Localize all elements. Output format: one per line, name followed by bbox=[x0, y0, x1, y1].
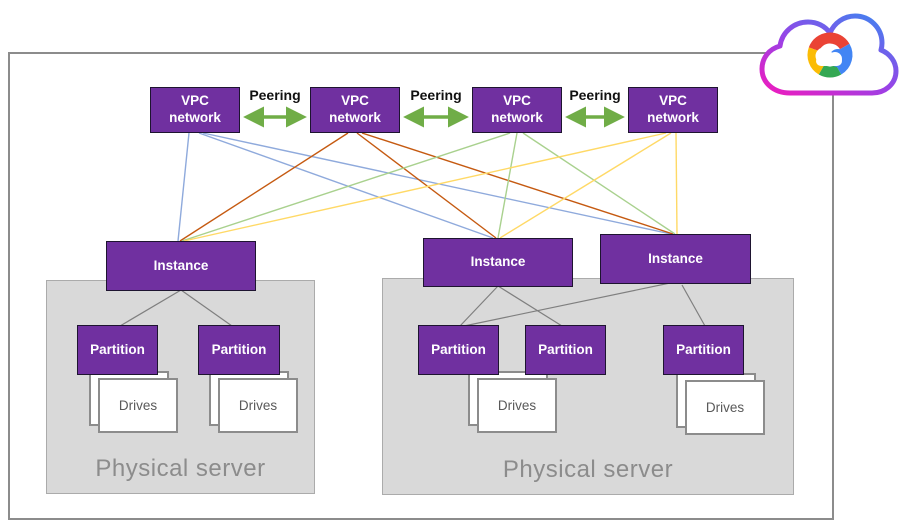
physical-server-label: Physical server bbox=[95, 455, 266, 482]
drives-label: Drives bbox=[98, 378, 178, 433]
drives-label: Drives bbox=[218, 378, 298, 433]
vpc-network-node-2: VPC network bbox=[310, 87, 400, 133]
drives-stack: Drives bbox=[676, 373, 765, 435]
physical-server-label: Physical server bbox=[502, 456, 674, 483]
vpc-network-node-1: VPC network bbox=[150, 87, 240, 133]
peering-label: Peering bbox=[569, 87, 621, 103]
google-cloud-mark bbox=[807, 32, 853, 78]
partition-node-2: Partition bbox=[198, 325, 280, 375]
peering-label: Peering bbox=[249, 87, 301, 103]
partition-node-4: Partition bbox=[525, 325, 606, 375]
drives-stack: Drives bbox=[89, 371, 178, 433]
drives-label: Drives bbox=[685, 380, 765, 435]
drives-stack: Drives bbox=[468, 371, 557, 433]
drives-label: Drives bbox=[477, 378, 557, 433]
partition-node-5: Partition bbox=[663, 325, 744, 375]
partition-node-3: Partition bbox=[418, 325, 499, 375]
instance-node-3: Instance bbox=[600, 234, 751, 284]
peering-label: Peering bbox=[410, 87, 462, 103]
partition-node-1: Partition bbox=[77, 325, 158, 375]
instance-node-2: Instance bbox=[423, 238, 573, 287]
google-cloud-logo-icon bbox=[759, 13, 899, 96]
vpc-network-node-4: VPC network bbox=[628, 87, 718, 133]
instance-node-1: Instance bbox=[106, 241, 256, 291]
vpc-network-node-3: VPC network bbox=[472, 87, 562, 133]
drives-stack: Drives bbox=[209, 371, 298, 433]
